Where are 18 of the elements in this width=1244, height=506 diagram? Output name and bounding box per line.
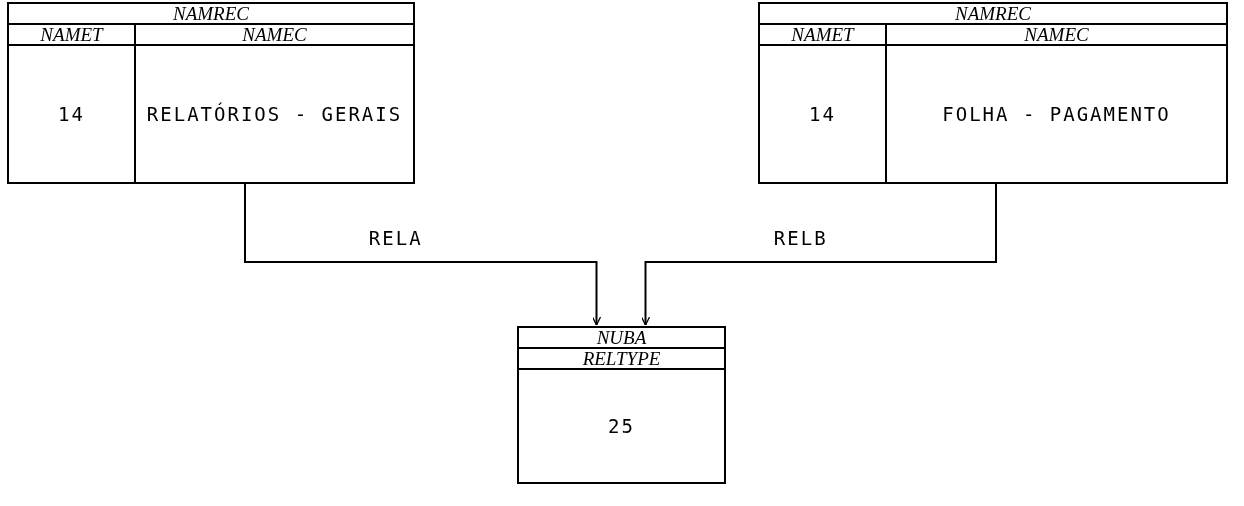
field-name: NAMEC [242,23,307,46]
field-name: NAMET [791,23,854,46]
field-value: FOLHA - PAGAMENTO [942,103,1171,125]
field-value: RELATÓRIOS - GERAIS [146,103,403,125]
field-name: NAMEC [1024,23,1089,46]
record-table [7,2,415,184]
field-value: 25 [608,415,635,437]
record-table [517,326,726,484]
connector-arrow [640,183,997,326]
record-table [758,2,1228,184]
record-name: NAMREC [173,2,249,25]
record-name: NAMREC [955,2,1031,25]
field-value: 14 [809,103,836,125]
field-name: RELTYPE [582,347,661,370]
record-name: NUBA [596,326,647,349]
connector-arrow [244,183,602,326]
field-value: 14 [58,103,85,125]
field-name: NAMET [40,23,103,46]
